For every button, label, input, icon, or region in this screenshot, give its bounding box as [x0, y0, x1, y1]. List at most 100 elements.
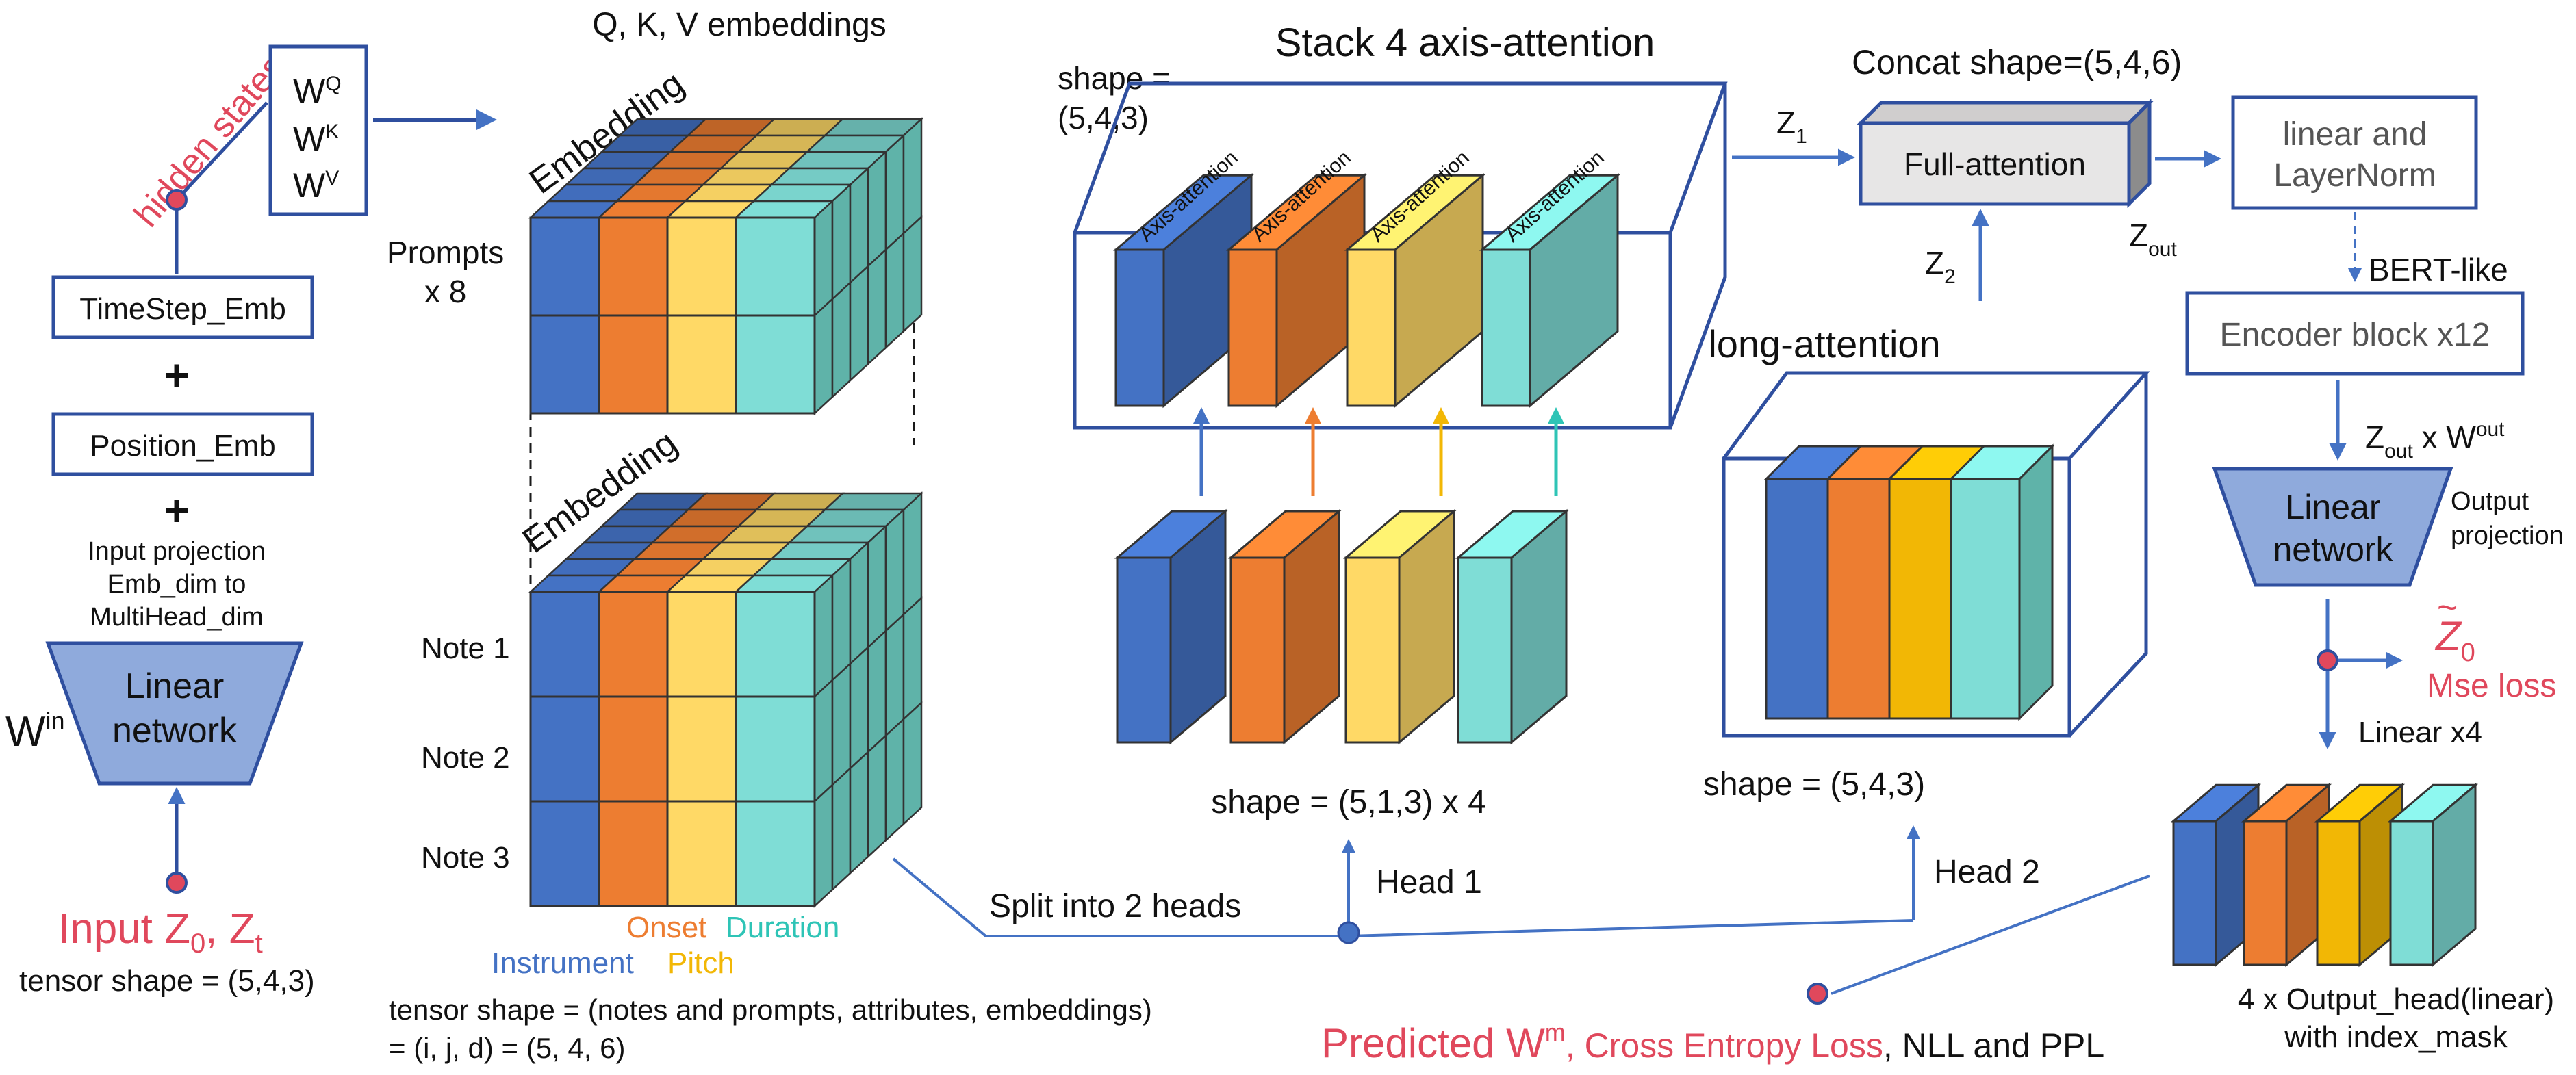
full-attention-section: Concat shape=(5,4,6) Z1 Full-attention Z… — [1732, 43, 2221, 261]
note-side-cell — [831, 557, 852, 682]
predicted-label: Predicted Wm, Cross Entropy Loss, NLL an… — [1321, 1018, 2104, 1066]
plus-sign-1: + — [164, 350, 189, 400]
note-side-cell — [902, 701, 923, 826]
prompt-side-cell — [867, 150, 887, 268]
input-linear-network — [45, 641, 304, 786]
long-attention-box — [1722, 371, 2150, 738]
prompt-front-cell — [598, 216, 669, 317]
prompt-front-cell — [735, 314, 816, 415]
long-shape-label: shape = (5,4,3) — [1703, 766, 1925, 803]
note-side-cell — [831, 766, 852, 892]
prompt-side-cell — [884, 133, 905, 252]
long-attention-section: long-attention shape = (5,4,3) Head 2 Z2 — [1703, 209, 2150, 890]
split-node — [1337, 921, 1360, 944]
output-slab-2-front — [2243, 820, 2288, 966]
duration-label: Duration — [726, 911, 839, 944]
onset-label: Onset — [626, 911, 706, 944]
note-front-cell — [529, 800, 600, 907]
prompt-front-cell — [598, 314, 669, 415]
note-front-cell — [529, 695, 600, 803]
prompts-label-line2: x 8 — [424, 274, 466, 309]
long-slab-3 — [1888, 478, 1952, 720]
note-front-cell — [666, 695, 737, 803]
axis-shape-label-line2: (5,4,3) — [1058, 100, 1149, 135]
concat-shape-label: Concat shape=(5,4,6) — [1852, 43, 2182, 81]
z2-label: Z2 — [1925, 245, 1956, 288]
linear-layernorm-box — [2231, 95, 2478, 210]
prompt-front-cell — [666, 314, 737, 415]
output-projection-line1: Output — [2451, 487, 2529, 516]
note-side-cell — [813, 573, 834, 699]
prompt-front-cell — [529, 216, 600, 317]
note-side-cell — [902, 596, 923, 721]
note-front-cell — [735, 591, 816, 698]
note-side-cell — [813, 783, 834, 908]
note-side-cell — [849, 750, 869, 875]
prompt-side-cell — [902, 117, 923, 235]
left-column: hidden states WQ WK WV TimeStep_Emb + Po… — [5, 44, 497, 998]
predicted-node — [1807, 983, 1828, 1005]
note-3-label: Note 3 — [421, 841, 510, 875]
input-tensor-shape: tensor shape = (5,4,3) — [19, 964, 315, 998]
head1-slab-2-front — [1229, 556, 1286, 744]
prompt-side-cell — [867, 248, 887, 366]
note-front-cell — [735, 800, 816, 907]
input-linear-network-line1: Linear — [125, 666, 225, 706]
note-side-cell — [849, 541, 869, 666]
split-line — [892, 857, 1914, 937]
note-side-cell — [813, 678, 834, 803]
note-front-cell — [666, 591, 737, 698]
note-front-cell — [666, 800, 737, 907]
qkv-weights-box — [268, 44, 368, 216]
output-head-line1: 4 x Output_head(linear) — [2238, 983, 2554, 1016]
encoder-block-box — [2185, 291, 2525, 376]
output-slab-4-front — [2389, 820, 2434, 966]
note-side-cell — [867, 524, 887, 649]
qkv-embeddings-title: Q, K, V embeddings — [592, 7, 887, 43]
zout-wout-label: Zout x Wout — [2365, 418, 2505, 463]
encoder-block-label: Encoder block x12 — [2220, 317, 2490, 353]
prompt-front-cell — [666, 216, 737, 317]
output-projection-line2: projection — [2451, 521, 2564, 550]
note-side-cell — [867, 629, 887, 754]
output-linear-network-line1: Linear — [2286, 488, 2381, 526]
note-side-cell — [831, 662, 852, 787]
input-node — [166, 872, 188, 894]
head2-label: Head 2 — [1934, 854, 2040, 890]
position-emb-label: Position_Emb — [90, 429, 275, 463]
wv-label: WV — [293, 166, 339, 205]
input-projection-line3: MultiHead_dim — [90, 603, 263, 632]
z1-label: Z1 — [1776, 105, 1807, 148]
note-side-cell — [902, 491, 923, 617]
plus-sign-2: + — [164, 486, 189, 535]
long-box-side — [2068, 373, 2148, 737]
note-side-cell — [849, 645, 869, 770]
prompt-side-cell — [813, 199, 834, 318]
long-slab-1 — [1765, 478, 1829, 720]
bert-like-label: BERT-like — [2369, 252, 2508, 287]
long-attention-title: long-attention — [1708, 322, 1940, 365]
input-linear-network-line2: network — [112, 711, 238, 751]
pitch-label: Pitch — [667, 946, 735, 980]
linear-layernorm-line1: linear and — [2283, 116, 2427, 153]
z0-tilde-mark: ~ — [2437, 588, 2458, 627]
full-attention-box — [1859, 121, 2131, 206]
mse-node — [2317, 649, 2338, 671]
note-front-cell — [598, 591, 669, 698]
prompt-side-cell — [831, 281, 852, 399]
note-front-cell — [598, 695, 669, 803]
axis-slab-1-front — [1114, 248, 1165, 407]
head1-label: Head 1 — [1376, 864, 1482, 901]
prompt-side-cell — [831, 183, 852, 301]
note-side-cell — [867, 734, 887, 859]
head1-slab-3-front — [1344, 556, 1401, 744]
output-slab-1-front — [2172, 820, 2217, 966]
axis-shape-bottom-label: shape = (5,1,3) x 4 — [1211, 784, 1486, 820]
input-projection-line1: Input projection — [88, 537, 266, 566]
split-heads-label: Split into 2 heads — [989, 888, 1241, 924]
axis-box-side — [1668, 83, 1727, 428]
wq-label: WQ — [293, 72, 342, 110]
zout-label: Zout — [2129, 218, 2177, 261]
output-head-line2: with index_mask — [2284, 1020, 2508, 1054]
